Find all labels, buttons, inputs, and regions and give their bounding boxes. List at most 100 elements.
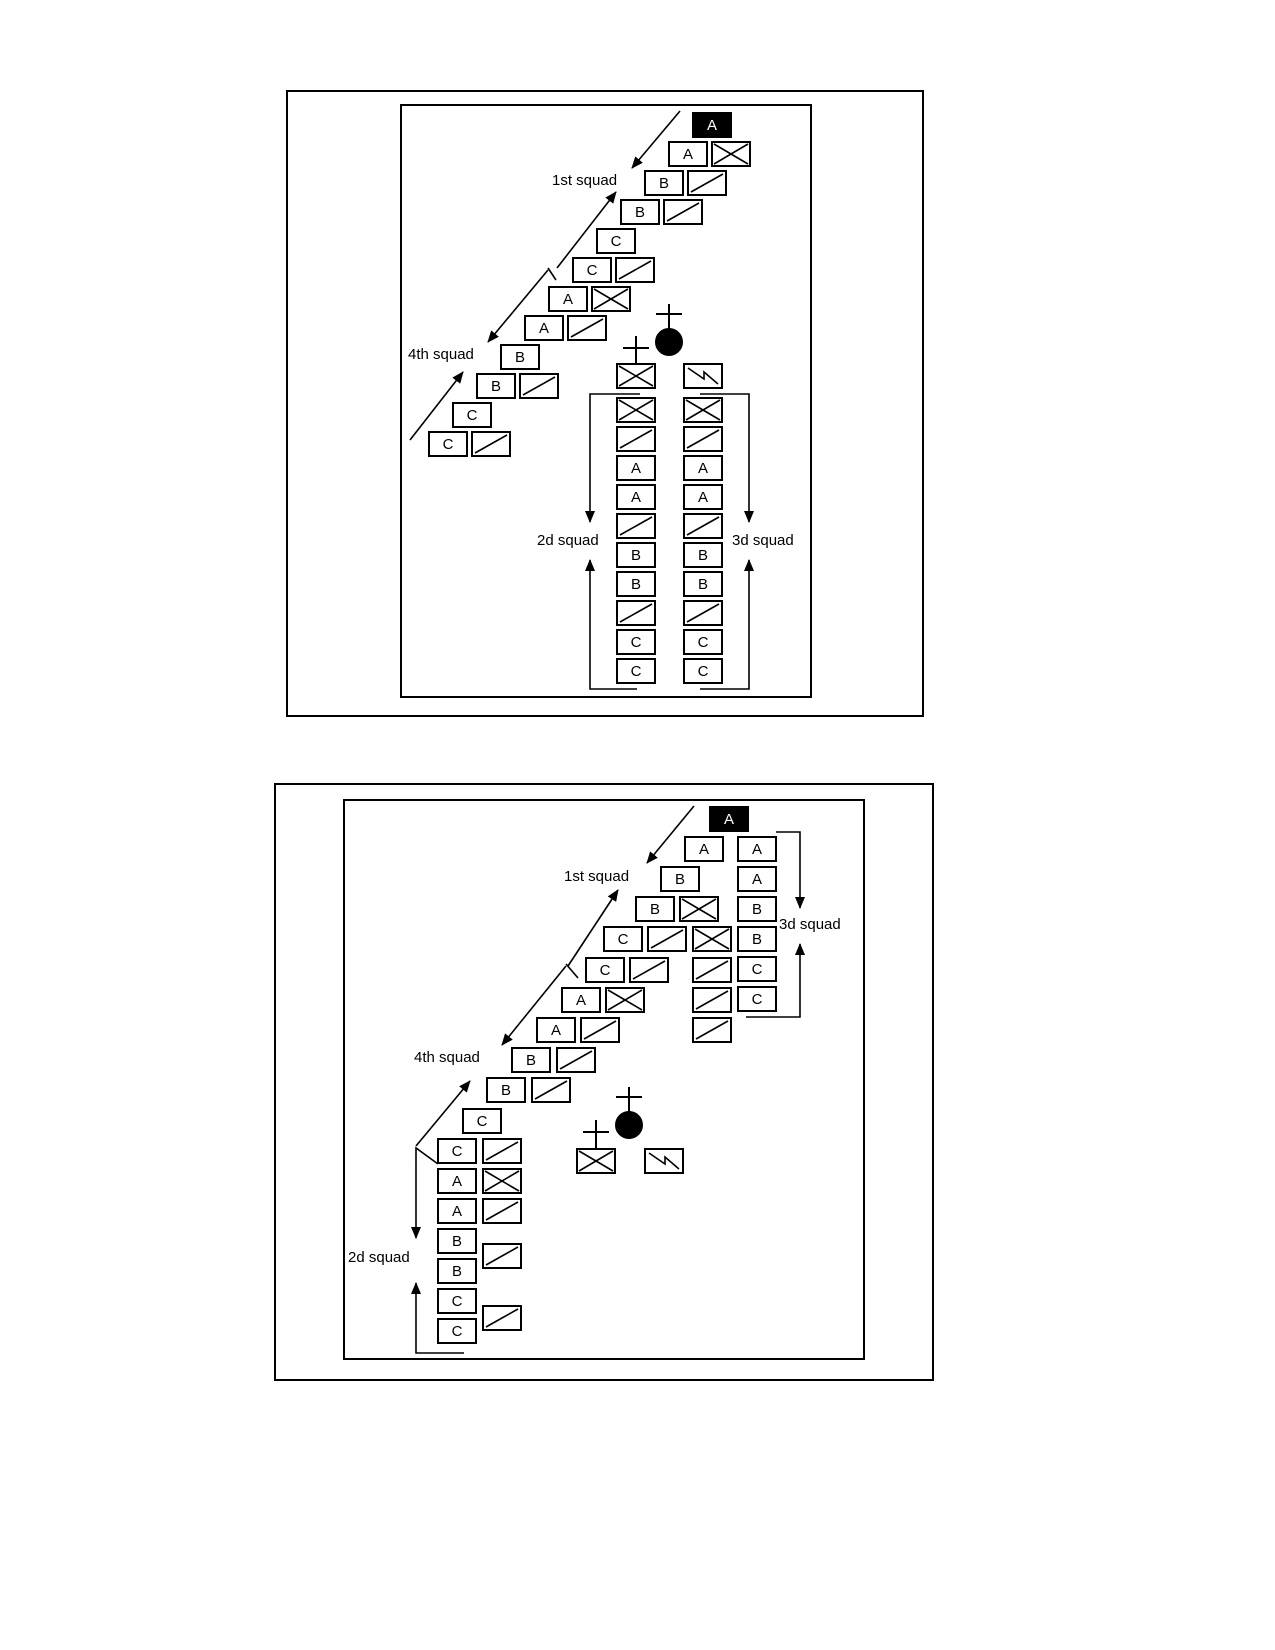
fig2-sq2-slash-4 bbox=[482, 1305, 522, 1331]
fig2-sq1-c-rifleman-letter: C bbox=[600, 962, 611, 979]
fig2-sq3-box-0-letter: A bbox=[752, 841, 762, 858]
fig2-sq3-box-5-letter: C bbox=[752, 991, 763, 1008]
fig2-sq3-box-1: A bbox=[737, 866, 777, 892]
fig1-sq2-box-6: B bbox=[616, 571, 656, 597]
fig1-sq1-slash-1 bbox=[687, 170, 727, 196]
fig1-platoon-leader-box-letter: A bbox=[707, 117, 717, 134]
fig1-sq4-b-team-leader-letter: B bbox=[515, 349, 525, 366]
figure-2-label-3d-squad: 3d squad bbox=[779, 916, 841, 933]
fig1-sq1-slash-3 bbox=[615, 257, 655, 283]
fig1-sq1-slash-2 bbox=[663, 199, 703, 225]
fig2-arrow-4th-up bbox=[415, 1080, 471, 1147]
fig2-sq2-box-3: B bbox=[437, 1228, 477, 1254]
fig2-platoon-leader-box: A bbox=[709, 806, 749, 832]
fig1-platoon-leader-box: A bbox=[692, 112, 732, 138]
fig2-sq2-x-box bbox=[482, 1168, 522, 1194]
fig1-sq3-box-6: B bbox=[683, 571, 723, 597]
fig1-cross-marker bbox=[623, 336, 649, 364]
fig1-sq3-slash-1 bbox=[683, 426, 723, 452]
fig2-sq2-box-5: C bbox=[437, 1288, 477, 1314]
fig2-sq3-box-4-letter: C bbox=[752, 961, 763, 978]
fig2-sq4-b-rifleman-letter: B bbox=[501, 1082, 511, 1099]
fig2-sq4-b-team-leader-letter: B bbox=[526, 1052, 536, 1069]
fig1-sq1-c-team-leader-letter: C bbox=[611, 233, 622, 250]
fig2-arrow-1st-up bbox=[567, 889, 619, 967]
fig2-sq1-b-rifleman: B bbox=[635, 896, 675, 922]
fig1-sq2-slash-7 bbox=[616, 600, 656, 626]
fig2-sq1-a-team-leader: A bbox=[684, 836, 724, 862]
fig2-sq2-slash-1 bbox=[482, 1138, 522, 1164]
fig2-sq1-a-team-leader-letter: A bbox=[699, 841, 709, 858]
fig2-sq2-slash-2 bbox=[482, 1198, 522, 1224]
fig2-sq2-box-5-letter: C bbox=[452, 1293, 463, 1310]
fig2-sq1-slash-1 bbox=[647, 926, 687, 952]
fig2-sq1-c-team-leader: C bbox=[603, 926, 643, 952]
fig2-sq2-box-6-letter: C bbox=[452, 1323, 463, 1340]
fig1-sq2-box-9: C bbox=[616, 658, 656, 684]
fig2-sq3-slash-2 bbox=[692, 987, 732, 1013]
figure-1-label-1st-squad: 1st squad bbox=[552, 172, 617, 189]
fig1-sq3-box-3: A bbox=[683, 484, 723, 510]
fig1-sq2-box-8: C bbox=[616, 629, 656, 655]
fig2-sq2-box-1: A bbox=[437, 1168, 477, 1194]
fig1-sq1-b-rifleman: B bbox=[620, 199, 660, 225]
fig1-sq4-a-team-leader: A bbox=[548, 286, 588, 312]
fig2-sq3-slash-1 bbox=[692, 957, 732, 983]
fig1-sq3-box-9-letter: C bbox=[698, 663, 709, 680]
fig2-sq2-box-1-letter: A bbox=[452, 1173, 462, 1190]
fig1-sq4-c-rifleman-letter: C bbox=[443, 436, 454, 453]
fig2-sq4-a-team-leader: A bbox=[561, 987, 601, 1013]
fig1-sq2-box-6-letter: B bbox=[631, 576, 641, 593]
fig1-sq2-box-5: B bbox=[616, 542, 656, 568]
fig2-sq4-b-team-leader: B bbox=[511, 1047, 551, 1073]
fig2-arrow-3d-down bbox=[776, 831, 805, 909]
fig1-arrow-3d-up bbox=[700, 559, 754, 690]
fig2-sq2-box-0: C bbox=[437, 1138, 477, 1164]
figure-1-label-4th-squad: 4th squad bbox=[408, 346, 474, 363]
fig1-sq2-box-3-letter: A bbox=[631, 489, 641, 506]
fig2-arrow-2d-up bbox=[411, 1282, 464, 1354]
fig2-sq1-slash-2 bbox=[629, 957, 669, 983]
fig2-sq3-box-2: B bbox=[737, 896, 777, 922]
fig1-sq2-box-2-letter: A bbox=[631, 460, 641, 477]
fig1-sq3-box-5: B bbox=[683, 542, 723, 568]
fig1-sq1-c-rifleman-letter: C bbox=[587, 262, 598, 279]
fig2-sq1-b-rifleman-letter: B bbox=[650, 901, 660, 918]
figure-2-label-4th-squad: 4th squad bbox=[414, 1049, 480, 1066]
fig1-sq3-slash-4 bbox=[683, 513, 723, 539]
fig1-sq4-b-team-leader: B bbox=[500, 344, 540, 370]
fig1-sq2-box-8-letter: C bbox=[631, 634, 642, 651]
fig1-sq1-b-team-leader-letter: B bbox=[659, 175, 669, 192]
fig2-sq4-slash-2 bbox=[556, 1047, 596, 1073]
fig2-sq4-x-box bbox=[605, 987, 645, 1013]
fig1-sq2-slash-1 bbox=[616, 426, 656, 452]
figure-2-label-1st-squad: 1st squad bbox=[564, 868, 629, 885]
fig2-sq2-box-3-letter: B bbox=[452, 1233, 462, 1250]
fig1-sq3-box-9: C bbox=[683, 658, 723, 684]
fig2-sq4-a-team-leader-letter: A bbox=[576, 992, 586, 1009]
fig2-platoon-sergeant-marker bbox=[615, 1087, 643, 1139]
fig1-sq4-a-rifleman-letter: A bbox=[539, 320, 549, 337]
fig2-sq4-a-rifleman: A bbox=[536, 1017, 576, 1043]
fig1-arrow-2d-down bbox=[585, 393, 640, 523]
fig1-sq4-c-team-leader: C bbox=[452, 402, 492, 428]
fig1-platoon-sergeant-marker bbox=[655, 304, 683, 356]
fig2-sq4-c-team-leader: C bbox=[462, 1108, 502, 1134]
fig1-sq1-a-team-leader: A bbox=[668, 141, 708, 167]
fig2-sq3-box-5: C bbox=[737, 986, 777, 1012]
fig1-sq3-box-8-letter: C bbox=[698, 634, 709, 651]
fig1-sq1-x-box bbox=[711, 141, 751, 167]
fig2-cross-marker bbox=[583, 1120, 609, 1148]
fig2-sq2-box-4-letter: B bbox=[452, 1263, 462, 1280]
fig1-sq2-x-0 bbox=[616, 397, 656, 423]
fig1-sq4-a-team-leader-letter: A bbox=[563, 291, 573, 308]
fig2-sq4-b-rifleman: B bbox=[486, 1077, 526, 1103]
fig2-sq3-box-1-letter: A bbox=[752, 871, 762, 888]
fig2-sq4-a-rifleman-letter: A bbox=[551, 1022, 561, 1039]
fig2-sq2-box-4: B bbox=[437, 1258, 477, 1284]
fig2-arrow-3d-up bbox=[746, 943, 805, 1018]
fig1-sq1-c-rifleman: C bbox=[572, 257, 612, 283]
fig1-arrow-1st-up bbox=[556, 191, 617, 269]
fig2-sq1-b-team-leader-letter: B bbox=[675, 871, 685, 888]
